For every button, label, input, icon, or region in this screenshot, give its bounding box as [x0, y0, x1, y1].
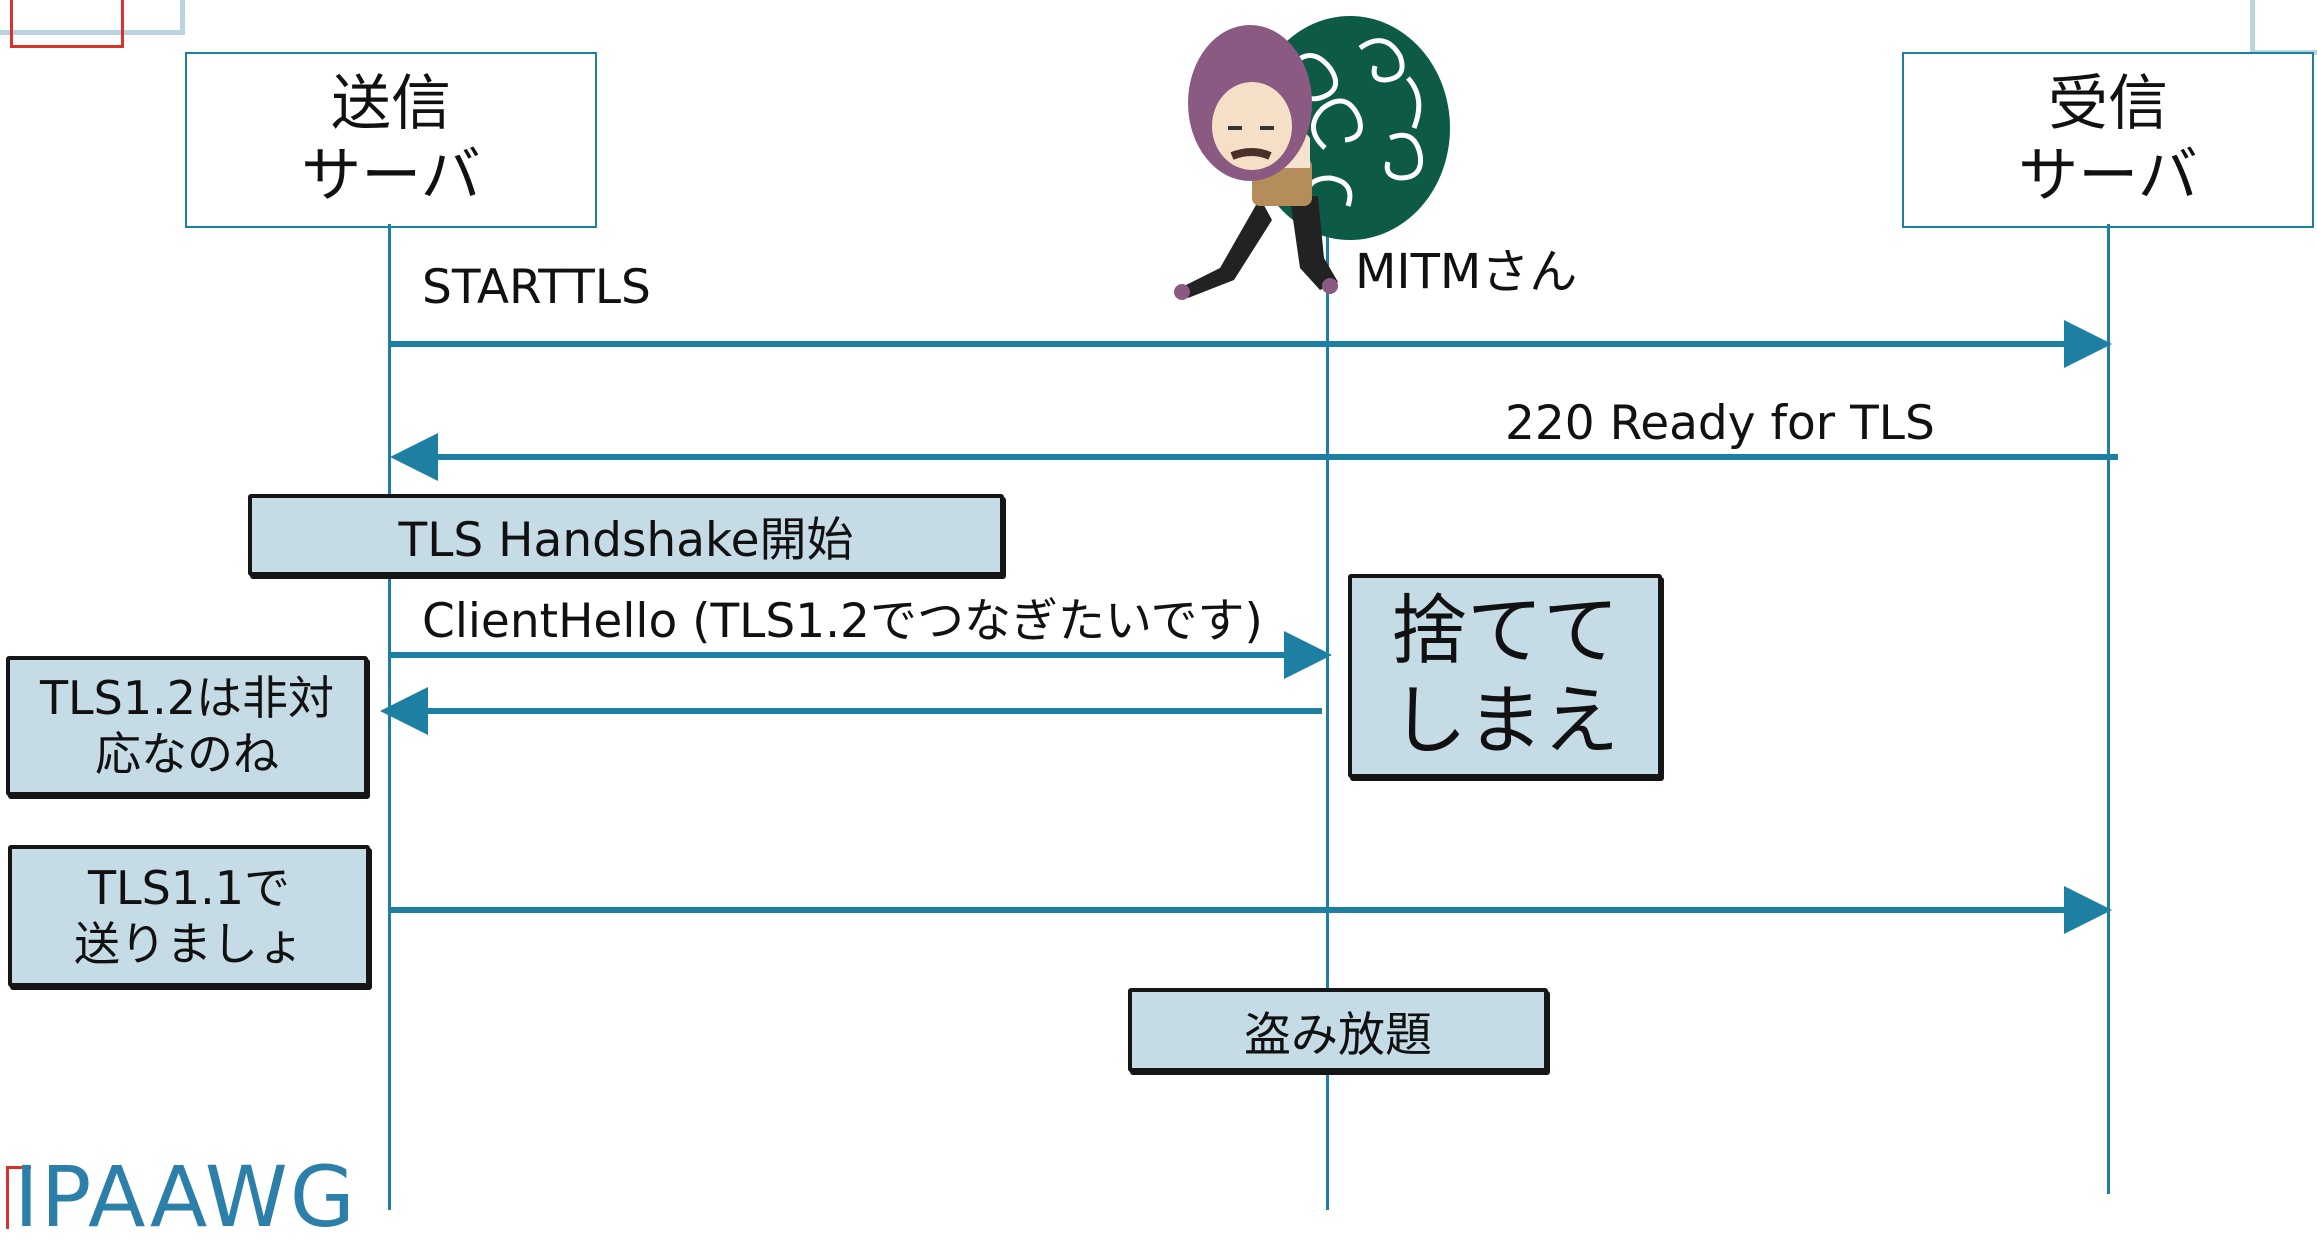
discard-note: 捨てて しまえ [1348, 574, 1662, 778]
sender-server-box: 送信 サーバ [185, 52, 597, 228]
receiver-server-box: 受信 サーバ [1902, 52, 2314, 228]
mitm-label: MITMさん [1355, 244, 1578, 300]
logo-bracket [6, 1166, 31, 1229]
ready-label: 220 Ready for TLS [1505, 396, 1935, 451]
tls12-unsupported-note: TLS1.2は非対 応なのね [6, 656, 368, 796]
mitm-lifeline [1326, 180, 1329, 1210]
client-hello-label: ClientHello (TLS1.2でつなぎたいです) [422, 594, 1263, 649]
starttls-label: STARTTLS [422, 260, 651, 315]
steal-note: 盗み放題 [1128, 988, 1548, 1072]
handshake-note: TLS Handshake開始 [248, 494, 1004, 576]
slide-frame-accent-red [10, 0, 124, 48]
mitm-person-icon [1174, 25, 1338, 300]
send-tls11-note: TLS1.1で 送りましょ [8, 845, 370, 987]
receiver-lifeline [2107, 224, 2110, 1194]
slide-frame-corner-left [0, 0, 185, 35]
logo: IPAAWG [14, 1148, 357, 1246]
message-arrows [380, 320, 2118, 934]
mitm-character-illustration [1174, 16, 1450, 300]
